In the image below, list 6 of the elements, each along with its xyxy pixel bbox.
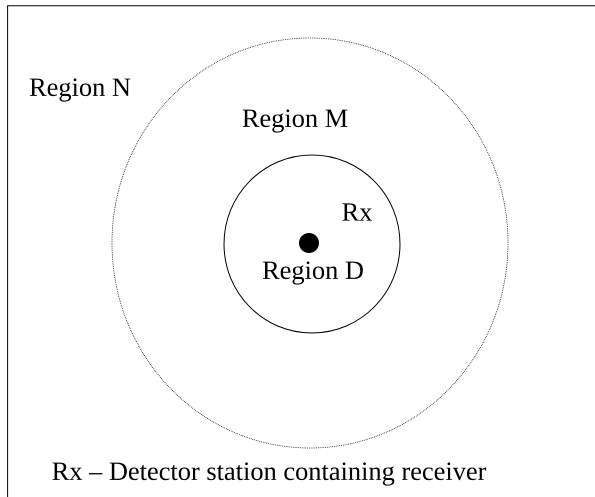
region-label: Region D <box>262 261 363 285</box>
region-label: Region M <box>242 109 348 133</box>
receiver-dot <box>299 233 319 253</box>
legend-note: Rx – Detector station containing receiver <box>52 462 486 486</box>
region-label: Region N <box>30 78 130 102</box>
receiver-label: Rx <box>342 203 372 221</box>
